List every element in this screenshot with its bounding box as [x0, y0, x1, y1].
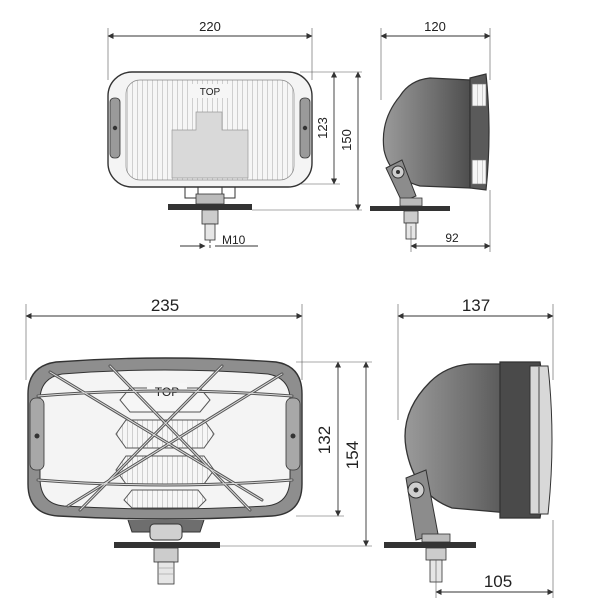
bolt-thread [157, 561, 175, 585]
reflector-shape [171, 111, 249, 179]
bracket-nut [195, 193, 225, 205]
dim-lens-height-label: 123 [315, 117, 330, 139]
top-side-view: 120 92 [370, 19, 491, 252]
bottom-front-view: 235 TOP [25, 296, 372, 585]
dim-mount-depth-label: 105 [484, 572, 512, 591]
bolt-nut [153, 547, 179, 563]
screw-icon [34, 433, 40, 439]
screw-icon [290, 433, 296, 439]
dim-depth-label: 120 [424, 19, 446, 34]
bracket-nut [149, 523, 183, 541]
mount-plate [168, 204, 252, 210]
bolt-size-label: M10 [222, 233, 246, 247]
screw-icon [112, 125, 118, 131]
mount-plate [114, 542, 220, 548]
side-lens-top [471, 83, 487, 107]
dim-width-label: 235 [151, 296, 179, 315]
side-lens-bottom [471, 159, 487, 185]
grille-edge [529, 365, 553, 515]
dim-width-label: 220 [199, 19, 221, 34]
bracket [184, 187, 199, 199]
side-mount-plate [384, 542, 476, 548]
top-front-view: 220 TOP M10 123 150 [107, 19, 362, 250]
lens-top-label: TOP [200, 87, 221, 98]
top-label-bg [190, 84, 230, 98]
dim-mount-depth-label: 92 [445, 231, 459, 245]
dim-lens-height-label: 132 [315, 426, 334, 454]
dim-total-height-label: 150 [339, 129, 354, 151]
screw-icon [302, 125, 308, 131]
bottom-side-view: 137 105 [384, 296, 554, 598]
bolt-thread [204, 223, 216, 241]
side-mount-plate [370, 206, 450, 211]
bolt-nut [201, 209, 219, 225]
dim-total-height-label: 154 [343, 441, 362, 469]
dim-depth-label: 137 [462, 296, 490, 315]
